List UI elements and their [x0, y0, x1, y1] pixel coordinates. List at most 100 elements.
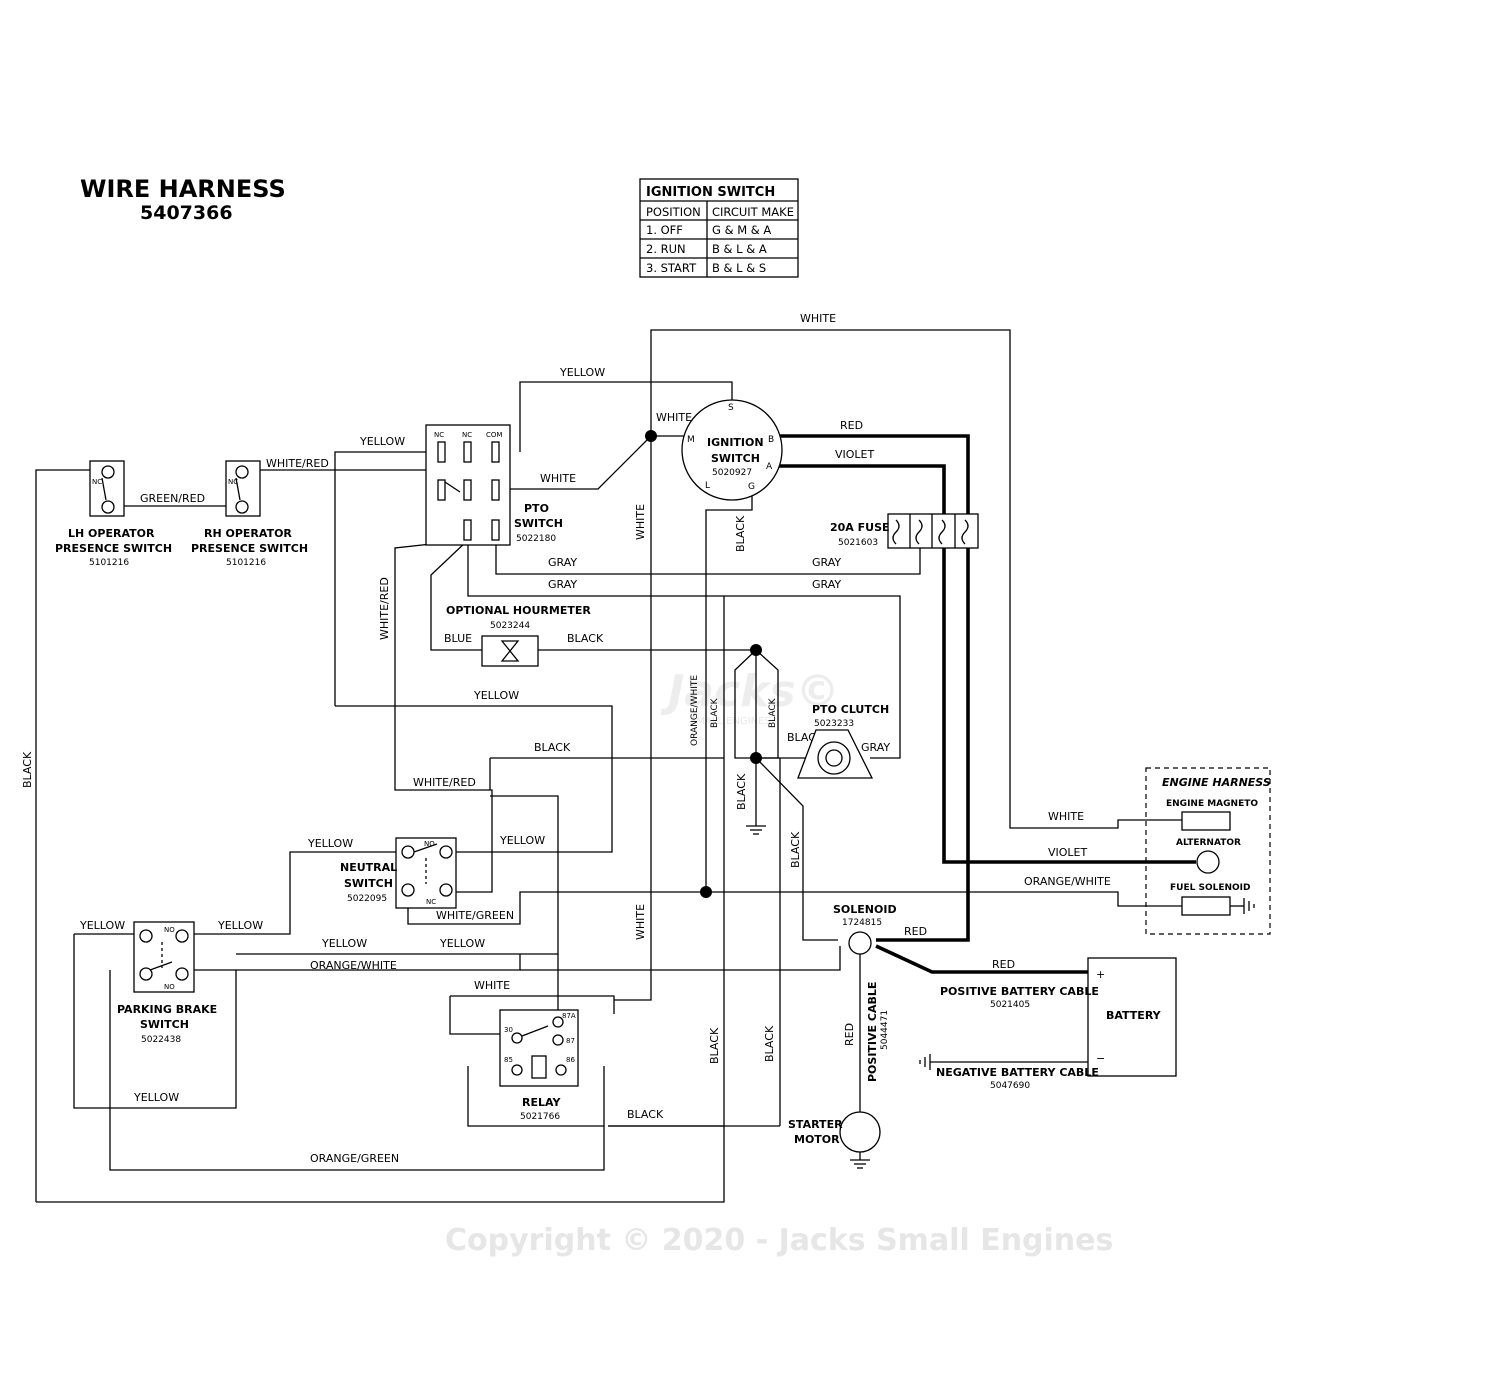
wire-label: RED [992, 958, 1015, 971]
terminal-label: NO [424, 840, 435, 848]
component-name: PARKING BRAKE [117, 1003, 217, 1016]
wire-label: YELLOW [133, 1091, 179, 1104]
wire-label: BLACK [710, 697, 720, 728]
pto-switch: NC NC COM PTO SWITCH 5022180 [425, 424, 563, 546]
wire-label: RED [840, 419, 863, 432]
table-cell-circuit: G & M & A [712, 223, 771, 237]
component-name: SWITCH [514, 517, 563, 530]
wire-label: YELLOW [79, 919, 125, 932]
terminal-label: NO [164, 983, 175, 991]
lh-operator-switch: NC LH OPERATOR PRESENCE SWITCH 5101216 [55, 460, 172, 568]
wire-label: YELLOW [217, 919, 263, 932]
terminal-label: M [687, 435, 695, 445]
terminal-label: 85 [504, 1056, 513, 1064]
terminal-label: 86 [566, 1056, 575, 1064]
component-name: BATTERY [1106, 1009, 1162, 1022]
starter-motor: STARTER MOTOR [788, 1111, 881, 1169]
component-name: SOLENOID [833, 903, 897, 916]
component-name: POSITIVE BATTERY CABLE [940, 985, 1099, 998]
terminal-label: B [768, 435, 774, 445]
ignition-switch: S M B A L G IGNITION SWITCH 5020927 [681, 399, 783, 501]
terminal-label: NC [434, 431, 444, 439]
wire-label: WHITE [474, 979, 510, 992]
terminal-label: G [748, 482, 755, 492]
part-number: 5101216 [226, 558, 266, 568]
parking-brake-switch: NO NO PARKING BRAKE SWITCH 5022438 [117, 921, 217, 1045]
wire-label: BLACK [763, 1025, 776, 1062]
terminal-label: L [705, 481, 710, 491]
pto-clutch: PTO CLUTCH 5023233 [797, 703, 889, 779]
component-name: 20A FUSE [830, 521, 890, 534]
component-name: PTO [524, 502, 549, 515]
wire-label: GRAY [861, 741, 890, 754]
terminal-label: 30 [504, 1026, 513, 1034]
wire-label: WHITE/GREEN [436, 909, 514, 922]
part-number: 5022095 [347, 894, 387, 904]
terminal-label: NO [164, 926, 175, 934]
component-name: LH OPERATOR [68, 527, 155, 540]
wire-label: WHITE [634, 504, 647, 540]
wire-label: VIOLET [1048, 846, 1088, 859]
table-cell-position: 3. START [646, 261, 697, 275]
table-header-position: POSITION [646, 205, 701, 219]
wire-label: GRAY [548, 578, 577, 591]
wire-label: RED [904, 925, 927, 938]
wire-label: BLACK [734, 515, 747, 552]
neutral-switch: NO NC NEUTRAL SWITCH 5022095 [340, 837, 457, 909]
part-number: 5022180 [516, 534, 556, 544]
watermark-logo-sub: SMALL ENGINES [690, 716, 771, 727]
watermark-copyright: Copyright © 2020 - Jacks Small Engines [445, 1223, 1113, 1258]
wire-label: WHITE/RED [266, 457, 329, 470]
part-number: 5101216 [89, 558, 129, 568]
part-number: 5044471 [880, 1010, 890, 1050]
wire-label: ORANGE/WHITE [310, 959, 397, 972]
hourmeter: OPTIONAL HOURMETER 5023244 [446, 604, 591, 667]
thick-wires [778, 434, 1196, 974]
wire-label: GRAY [812, 578, 841, 591]
component-name: ENGINE MAGNETO [1166, 799, 1258, 809]
wire-label: YELLOW [321, 937, 367, 950]
solenoid: SOLENOID 1724815 [833, 903, 897, 955]
fuse-block: 20A FUSE 5021603 [830, 513, 979, 549]
ground-icon [746, 825, 766, 835]
rh-operator-switch: NC RH OPERATOR PRESENCE SWITCH 5101216 [191, 460, 308, 568]
wires [35, 329, 1215, 1203]
part-number: 5020927 [712, 468, 752, 478]
component-name: SWITCH [711, 452, 760, 465]
part-number: 5022438 [141, 1035, 181, 1045]
wire-label: BLACK [21, 751, 34, 788]
wire-label: GRAY [812, 556, 841, 569]
junction-dots [645, 430, 762, 898]
wire-label: BLACK [768, 697, 778, 728]
wire-label: YELLOW [359, 435, 405, 448]
wire-label: YELLOW [439, 937, 485, 950]
relay: 30 87A 87 85 86 RELAY 5021766 [499, 1009, 579, 1122]
component-name: IGNITION [707, 436, 764, 449]
wire-label: WHITE [1048, 810, 1084, 823]
terminal-label: 87 [566, 1037, 575, 1045]
component-name: STARTER [788, 1118, 843, 1131]
component-name: FUEL SOLENOID [1170, 883, 1251, 893]
table-header-circuit: CIRCUIT MAKE [712, 205, 794, 219]
wire-label: ORANGE/WHITE [690, 675, 700, 746]
component-name: RELAY [522, 1096, 561, 1109]
wire-label: GRAY [548, 556, 577, 569]
component-name: OPTIONAL HOURMETER [446, 604, 591, 617]
wire-labels: WHITE YELLOW WHITE YELLOW WHITE/RED WHIT… [21, 312, 1111, 1165]
wire-label: RED [843, 1023, 856, 1046]
starter-cable: POSITIVE CABLE 5044471 [866, 982, 890, 1082]
component-name: SWITCH [344, 877, 393, 890]
part-number: 5021766 [520, 1112, 560, 1122]
terminal-label: 87A [562, 1012, 576, 1020]
battery: + − BATTERY POSITIVE BATTERY CABLE 50214… [919, 957, 1177, 1091]
table-cell-position: 1. OFF [646, 223, 683, 237]
wire-label: BLUE [444, 632, 472, 645]
wire-label: YELLOW [499, 834, 545, 847]
table-title: IGNITION SWITCH [646, 185, 775, 200]
terminal-label: + [1096, 968, 1105, 981]
watermark-logo: Jacks© SMALL ENGINES [660, 666, 840, 727]
diagram-title: WIRE HARNESS [80, 175, 286, 203]
wire-label: GREEN/RED [140, 492, 205, 505]
wire-label: WHITE [800, 312, 836, 325]
